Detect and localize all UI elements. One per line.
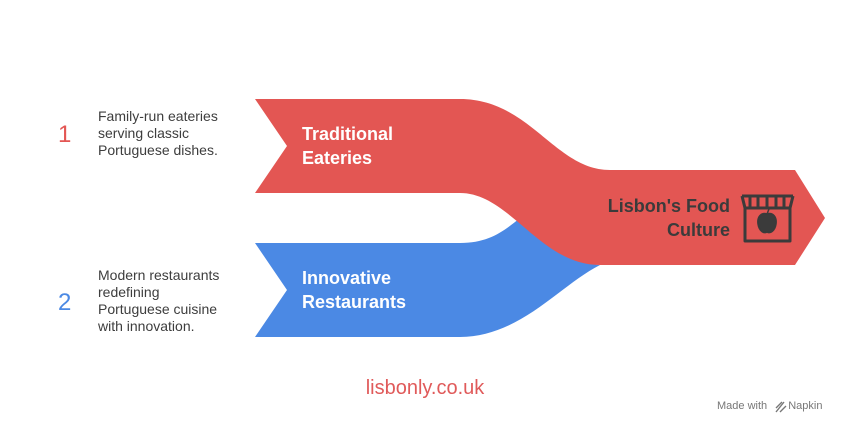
- traditional-eateries-label: Traditional Eateries: [302, 124, 394, 168]
- innovative-restaurants-label: Innovative Restaurants: [302, 268, 407, 312]
- item-2-number: 2: [58, 289, 72, 316]
- item-1-number: 1: [58, 121, 72, 148]
- item-2-description: Modern restaurants redefining Portuguese…: [98, 267, 220, 334]
- napkin-logo-icon: [775, 401, 787, 413]
- made-with-credit: Made with Napkin: [717, 400, 822, 412]
- apple-icon: [757, 208, 777, 234]
- traditional-eateries-arrow: [255, 99, 825, 265]
- credit-brand: Napkin: [788, 400, 823, 412]
- site-url: lisbonly.co.uk: [365, 377, 485, 399]
- item-1-description: Family-run eateries serving classic Port…: [98, 108, 218, 158]
- lisbons-food-culture-label: Lisbon's Food Culture: [607, 196, 730, 240]
- store-apple-icon: [740, 194, 795, 243]
- innovative-restaurants-arrow: [255, 218, 600, 337]
- credit-text: Made with: [717, 400, 768, 412]
